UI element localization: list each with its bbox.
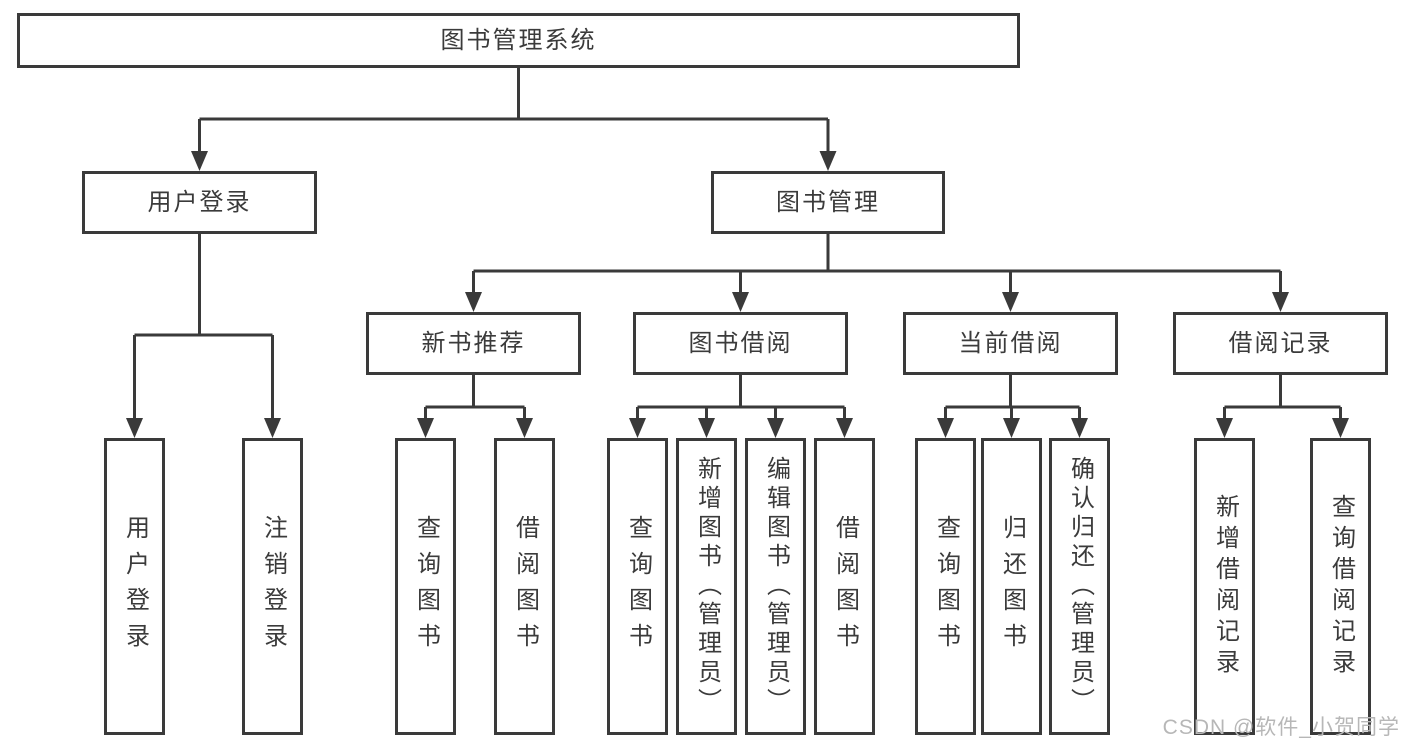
- leaf-confirm-return-admin: 确认归还（管理员）: [1049, 438, 1110, 735]
- leaf-query-books-borrow: 查询图书: [607, 438, 668, 735]
- node-label: 借阅图书: [831, 514, 859, 659]
- node-label: 查询图书: [624, 514, 652, 659]
- node-label: 新增借阅记录: [1211, 493, 1239, 680]
- node-label: 归还图书: [998, 514, 1026, 659]
- node-label: 借阅记录: [1228, 329, 1333, 357]
- node-book-management: 图书管理: [711, 171, 945, 234]
- leaf-borrow-books-recommend: 借阅图书: [494, 438, 555, 735]
- leaf-add-borrow-record: 新增借阅记录: [1194, 438, 1255, 735]
- node-label: 查询图书: [412, 514, 440, 659]
- node-book-borrow: 图书借阅: [633, 312, 848, 375]
- node-label: 图书管理: [776, 188, 880, 216]
- watermark-text: CSDN @软件_小贺同学: [1162, 716, 1400, 739]
- node-label: 借阅图书: [511, 514, 539, 659]
- leaf-logout: 注销登录: [242, 438, 303, 735]
- node-user-login: 用户登录: [82, 171, 317, 234]
- leaf-add-book-admin: 新增图书（管理员）: [676, 438, 737, 735]
- leaf-user-login: 用户登录: [104, 438, 165, 735]
- connector-bookborrow-to-children: [636, 375, 846, 420]
- leaf-query-books-current: 查询图书: [915, 438, 976, 735]
- node-label: 编辑图书（管理员）: [762, 456, 790, 717]
- node-label: 查询借阅记录: [1327, 493, 1355, 680]
- node-label: 当前借阅: [958, 329, 1063, 357]
- node-root: 图书管理系统: [17, 13, 1020, 68]
- node-label: 确认归还（管理员）: [1066, 456, 1094, 717]
- connector-bookmgmt-to-level3: [472, 234, 1282, 294]
- leaf-return-book: 归还图书: [981, 438, 1042, 735]
- node-label: 注销登录: [259, 514, 287, 659]
- node-label: 新书推荐: [421, 329, 526, 357]
- node-label: 用户登录: [121, 514, 149, 659]
- node-label: 查询图书: [932, 514, 960, 659]
- leaf-edit-book-admin: 编辑图书（管理员）: [745, 438, 806, 735]
- connector-records-to-children: [1223, 375, 1342, 420]
- node-new-book-recommend: 新书推荐: [366, 312, 581, 375]
- leaf-query-books-recommend: 查询图书: [395, 438, 456, 735]
- node-label: 新增图书（管理员）: [693, 456, 721, 717]
- node-current-borrow: 当前借阅: [903, 312, 1118, 375]
- leaf-query-borrow-record: 查询借阅记录: [1310, 438, 1371, 735]
- connector-userlogin-to-children: [133, 234, 274, 420]
- connector-newbook-to-children: [424, 375, 526, 420]
- connector-root-to-level2: [198, 68, 830, 153]
- leaf-borrow-books: 借阅图书: [814, 438, 875, 735]
- arrowheads: [126, 151, 1349, 438]
- connector-currentborrow-to-children: [944, 375, 1081, 420]
- node-label: 图书借阅: [688, 329, 793, 357]
- node-label: 图书管理系统: [440, 26, 597, 54]
- node-label: 用户登录: [147, 188, 252, 216]
- node-borrow-records: 借阅记录: [1173, 312, 1388, 375]
